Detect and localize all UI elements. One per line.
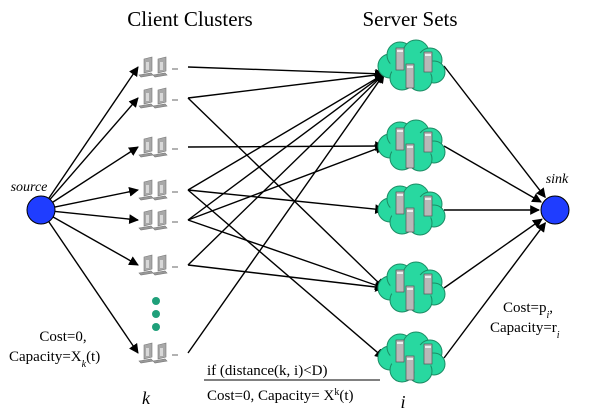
server-cloud-icon xyxy=(377,39,446,92)
source-label: source xyxy=(11,180,48,195)
client-index-label: k xyxy=(142,388,151,408)
computer-cluster-icon xyxy=(138,342,178,364)
computer-cluster-icon xyxy=(138,136,178,158)
client-to-server-edge xyxy=(187,70,385,99)
client-to-server-edge xyxy=(187,144,385,221)
right-edge-cost: Cost=pi, xyxy=(503,300,553,321)
server-index-label: i xyxy=(400,392,405,412)
client-to-server-edge xyxy=(187,219,385,290)
server-sets-title: Server Sets xyxy=(362,7,457,31)
computer-cluster-icon xyxy=(138,87,178,109)
server-cloud-icon xyxy=(377,331,446,384)
client-to-server-edge xyxy=(187,97,385,289)
client-to-server-edge xyxy=(187,73,385,354)
edges xyxy=(48,65,546,359)
computer-cluster-icon xyxy=(138,254,178,276)
left-edge-capacity: Capacity=Xk(t) xyxy=(9,349,100,370)
client-clusters-title: Client Clusters xyxy=(127,7,252,31)
client-clusters xyxy=(138,56,178,364)
server-to-sink-edge xyxy=(443,222,546,359)
source-to-client-edge xyxy=(48,221,139,354)
server-cloud-icon xyxy=(377,261,446,314)
client-to-server-edge xyxy=(187,73,385,221)
source-node xyxy=(26,195,56,225)
computer-cluster-icon xyxy=(138,56,178,78)
server-sets xyxy=(377,39,446,384)
client-to-server-edge xyxy=(187,73,385,191)
client-to-server-edge xyxy=(187,189,385,214)
bottom-edge-capacity: Cost=0, Capacity= Xk(t) xyxy=(207,387,354,405)
sink-node xyxy=(540,195,570,225)
client-to-server-edge xyxy=(187,189,385,359)
computer-cluster-icon xyxy=(138,209,178,231)
client-to-server-edge xyxy=(187,73,385,266)
left-edge-cost: Cost=0, xyxy=(39,329,86,345)
computer-cluster-icon xyxy=(138,179,178,201)
bottom-edge-condition: if (distance(k, i)<D) xyxy=(207,363,328,379)
source-to-client-edge xyxy=(48,66,139,199)
server-to-sink-edge xyxy=(443,145,542,203)
server-cloud-icon xyxy=(377,119,446,172)
server-cloud-icon xyxy=(377,183,446,236)
server-to-sink-edge xyxy=(443,65,546,199)
source-to-client-edge xyxy=(52,216,139,266)
source-to-client-edge xyxy=(49,97,139,200)
client-to-server-edge xyxy=(187,264,385,292)
source-to-client-edge xyxy=(52,146,139,203)
client-to-server-edge xyxy=(187,66,385,79)
vertical-dots-icon xyxy=(152,297,160,331)
source-to-client-edge xyxy=(54,186,139,208)
source-to-client-edge xyxy=(54,210,139,224)
server-to-sink-edge xyxy=(443,218,543,289)
right-edge-capacity: Capacity=ri xyxy=(490,320,560,341)
sink-label: sink xyxy=(546,172,569,187)
